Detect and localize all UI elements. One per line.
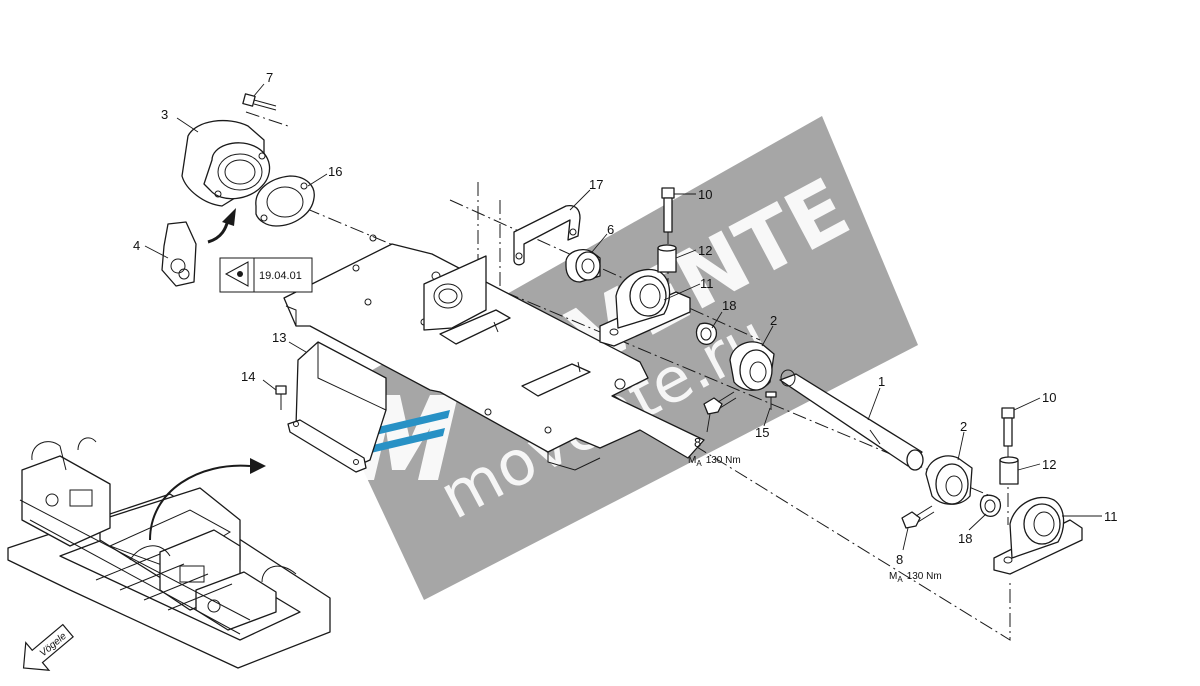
arrow-4-to-3-icon [207, 208, 236, 244]
part-18-ring-lower [979, 494, 1002, 517]
part-15-pin [765, 391, 777, 410]
part-11-bearing-upper [599, 268, 691, 347]
curved-arrow-icon [149, 458, 266, 541]
callout-1: 1 [878, 374, 885, 389]
part-7-bolt [242, 93, 277, 111]
callout-12-upper: 12 [698, 243, 712, 258]
torque-value: 130 Nm [907, 571, 942, 582]
callout-16: 16 [328, 164, 342, 179]
part-18-ring-upper [695, 322, 718, 345]
part-10-bolt-lower [1001, 407, 1015, 447]
torque-annotation-lower: MA 130 Nm [889, 571, 942, 584]
eye-icon [224, 261, 249, 287]
callout-10-lower: 10 [1042, 390, 1056, 405]
part-16-gasket [255, 175, 315, 227]
part-12-spacer-upper [657, 244, 677, 273]
callout-11-lower: 11 [1104, 509, 1118, 524]
torque-value: 130 Nm [706, 455, 741, 466]
callout-13: 13 [272, 330, 286, 345]
reference-code: 19.04.01 [259, 270, 302, 282]
callout-14: 14 [241, 369, 255, 384]
callout-3: 3 [161, 107, 168, 122]
callout-7: 7 [266, 70, 273, 85]
torque-annotation-upper: MA 130 Nm [688, 455, 741, 468]
part-2-collar-upper [729, 341, 775, 391]
leader-lines [144, 83, 1102, 551]
part-3-housing [181, 119, 271, 207]
part-14-screw [275, 385, 287, 410]
part-10-bolt-upper [661, 187, 675, 233]
callout-18-lower: 18 [958, 531, 972, 546]
torque-symbol: M [688, 455, 696, 466]
callout-17: 17 [589, 177, 603, 192]
torque-subscript: A [696, 459, 702, 468]
callout-12-lower: 12 [1042, 457, 1056, 472]
callout-6: 6 [607, 222, 614, 237]
callout-2-upper: 2 [770, 313, 777, 328]
callout-2-lower: 2 [960, 419, 967, 434]
callout-15: 15 [755, 425, 769, 440]
part-8-bolt-upper [703, 391, 737, 415]
torque-symbol: M [889, 571, 897, 582]
part-4-clip [161, 221, 197, 287]
callout-11-upper: 11 [700, 276, 714, 291]
part-8-bolt-lower [901, 505, 935, 529]
callout-8-upper: 8 [694, 435, 701, 450]
part-6-bushing [565, 248, 601, 283]
direction-arrow-icon [22, 623, 74, 671]
callout-4: 4 [133, 238, 140, 253]
torque-subscript: A [897, 575, 903, 584]
part-1-shaft [779, 369, 924, 471]
bracket-plate [423, 255, 591, 397]
direction-arrow: Vögele [22, 623, 74, 671]
base-plate [283, 234, 705, 471]
callouts: 7 3 16 4 13 14 17 6 10 12 11 18 2 1 8 15… [133, 70, 1118, 567]
part-13-cover [287, 341, 387, 473]
paver-machine-overview [7, 437, 331, 669]
callout-8-lower: 8 [896, 552, 903, 567]
callout-18-upper: 18 [722, 298, 736, 313]
callout-10-upper: 10 [698, 187, 712, 202]
part-11-bearing-lower [993, 496, 1083, 575]
part-12-spacer-lower [999, 456, 1019, 485]
part-2-collar-lower [925, 455, 973, 505]
reference-box: 19.04.01 [219, 257, 313, 293]
